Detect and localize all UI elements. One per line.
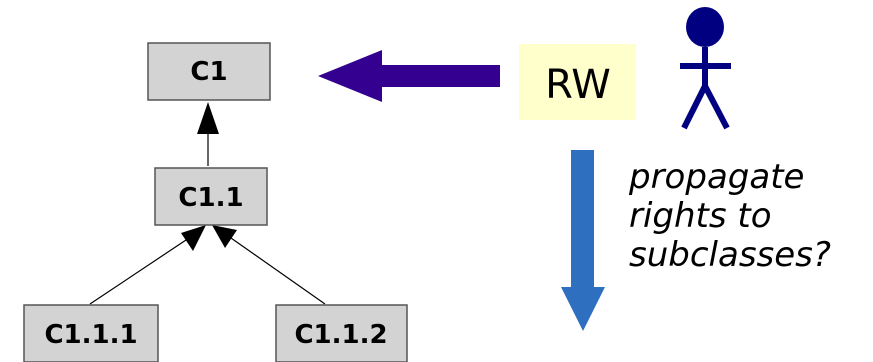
user-figure-icon	[680, 7, 731, 130]
node-c1-1-2: C1.1.2	[275, 304, 408, 362]
node-c1: C1	[147, 42, 271, 101]
node-c1-1-label: C1.1	[178, 183, 243, 213]
propagate-question: propagate rights to subclasses?	[628, 157, 831, 275]
arrowhead-c1-1-left	[181, 225, 206, 251]
node-c1-1-1: C1.1.1	[23, 304, 159, 362]
inheritance-edges	[89, 102, 326, 305]
rights-label-text: RW	[545, 62, 611, 108]
user-head	[686, 7, 724, 47]
arrowhead-c1	[197, 102, 219, 134]
arrowhead-c1-1-right	[212, 225, 237, 248]
rights-label: RW	[519, 44, 636, 120]
edge-c1-1-1-to-c1-1	[89, 237, 190, 305]
question-line-1: propagate	[628, 157, 804, 197]
propagate-arrow	[561, 150, 605, 331]
grant-arrow	[318, 50, 500, 102]
node-c1-1: C1.1	[154, 167, 268, 226]
edge-c1-1-2-to-c1-1	[230, 237, 326, 305]
question-line-3: subclasses?	[629, 235, 831, 275]
question-line-2: rights to	[629, 196, 772, 236]
node-c1-1-1-label: C1.1.1	[44, 320, 137, 350]
rights-label-box	[519, 44, 636, 120]
node-c1-label: C1	[190, 57, 227, 87]
node-c1-1-2-label: C1.1.2	[294, 320, 387, 350]
